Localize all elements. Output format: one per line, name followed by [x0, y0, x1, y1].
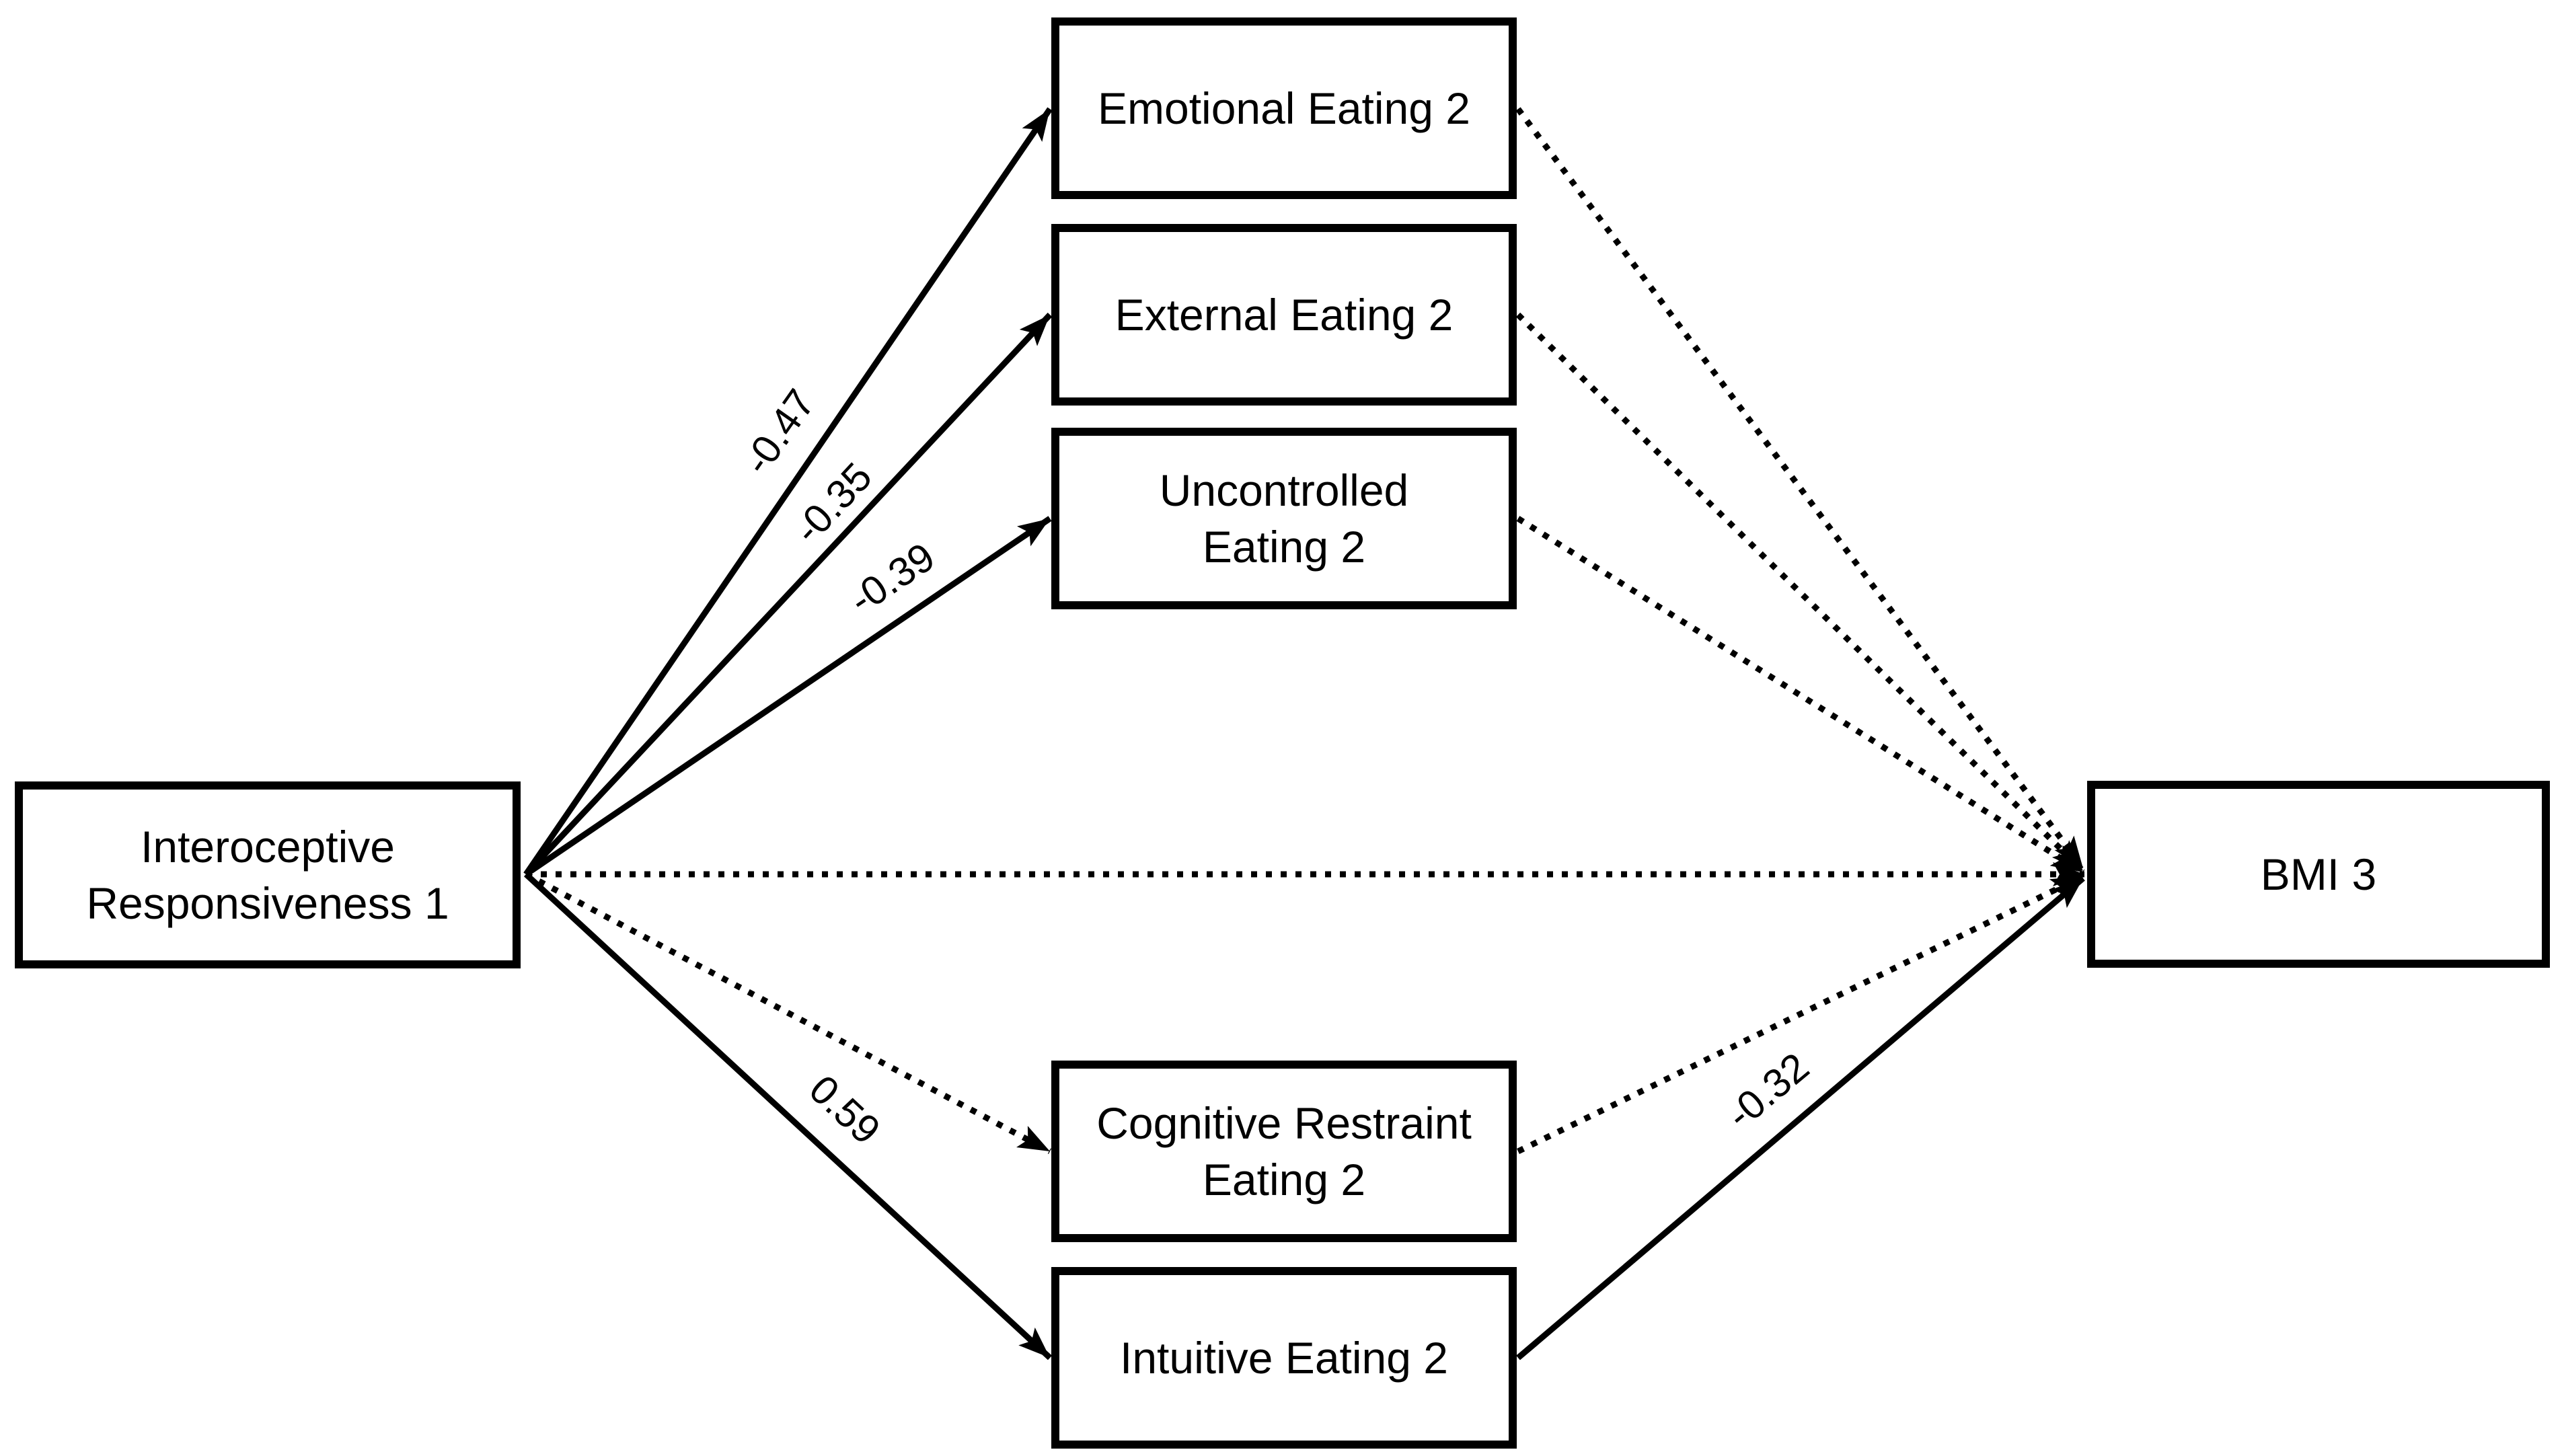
node-bmi-3: BMI 3: [2087, 781, 2550, 968]
node-uncontrolled-eating-2: Uncontrolled Eating 2: [1051, 428, 1517, 609]
edge-ir-to-cognitive-restraint: [524, 872, 1052, 1154]
edge-ir-to-uncontrolled-eating: [524, 516, 1052, 877]
node-interoceptive-responsiveness-1: Interoceptive Responsiveness 1: [15, 781, 521, 968]
edge-uncontrolled-eating-to-bmi: [1516, 516, 2085, 875]
edge-external-eating-to-bmi: [1515, 312, 2086, 874]
node-emotional-eating-2: Emotional Eating 2: [1051, 17, 1517, 199]
edge-cognitive-restraint-to-bmi: [1517, 873, 2084, 1155]
edge-intuitive-eating-to-bmi: [1516, 876, 2085, 1361]
node-intuitive-eating-2: Intuitive Eating 2: [1051, 1267, 1517, 1449]
node-external-eating-2: External Eating 2: [1051, 224, 1517, 406]
edge-emotional-eating-to-bmi: [1515, 107, 2086, 870]
edge-ir-to-external-eating: [523, 312, 1053, 877]
edge-ir-to-intuitive-eating: [523, 872, 1053, 1361]
node-cognitive-restraint-eating-2: Cognitive Restraint Eating 2: [1051, 1061, 1517, 1242]
edge-ir-to-emotional-eating: [523, 107, 1053, 876]
